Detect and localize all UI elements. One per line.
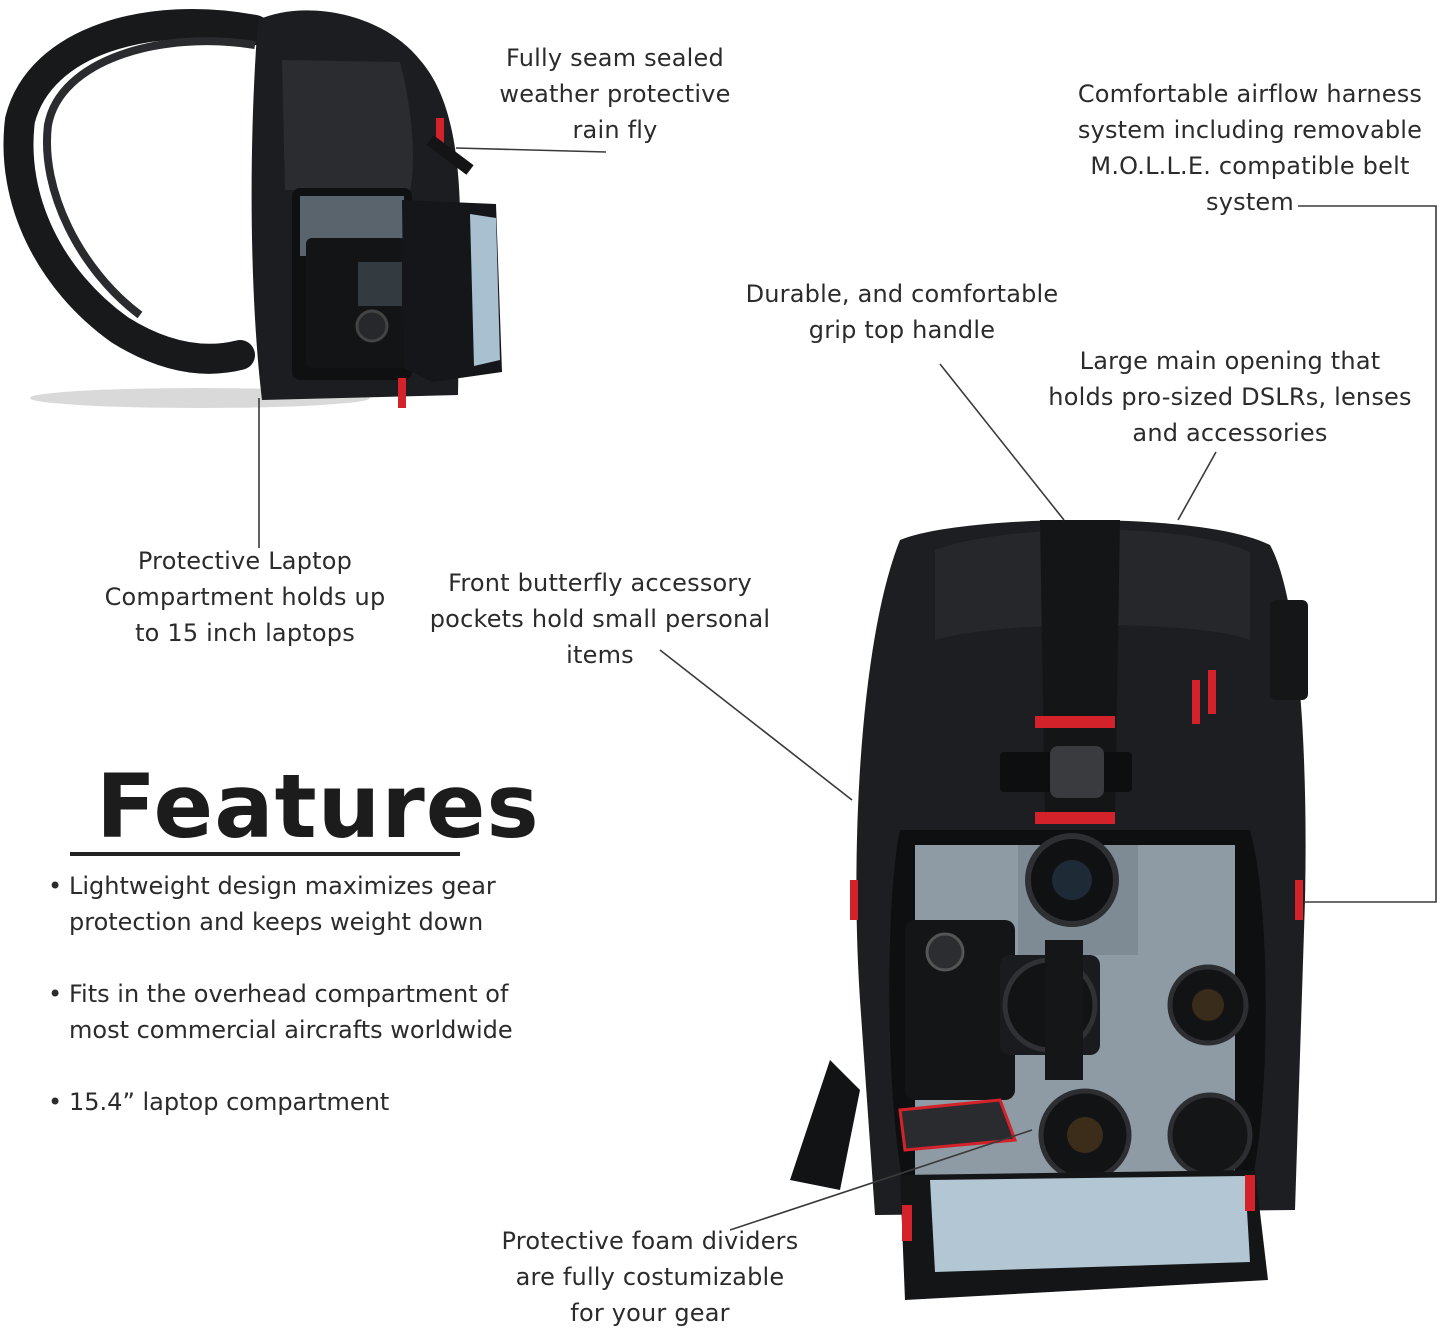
leader-line-foam	[729, 1129, 1033, 1231]
feature-item: • Lightweight design maximizes gear prot…	[48, 868, 496, 940]
feature-item: • 15.4” laptop compartment	[48, 1084, 389, 1120]
callout-line: pockets hold small personal	[429, 605, 771, 633]
feature-item: • Fits in the overhead compartment of mo…	[48, 976, 513, 1048]
callout-laptop: Protective Laptop Compartment holds up t…	[90, 543, 400, 651]
callout-line: items	[566, 641, 634, 669]
callout-butterfly: Front butterfly accessory pockets hold s…	[420, 565, 780, 673]
feature-line: most commercial aircrafts worldwide	[69, 1016, 513, 1044]
callout-handle: Durable, and comfortable grip top handle	[722, 276, 1082, 348]
callout-line: to 15 inch laptops	[135, 619, 355, 647]
feature-line: Fits in the overhead compartment of	[69, 980, 509, 1008]
leader-line-handle	[939, 363, 1065, 521]
callout-rain-fly: Fully seam sealed weather protective rai…	[470, 40, 760, 148]
feature-line: 15.4” laptop compartment	[69, 1088, 390, 1116]
callout-line: Fully seam sealed	[506, 44, 724, 72]
callout-line: Comfortable airflow harness	[1077, 80, 1423, 108]
features-heading: Features	[96, 755, 540, 858]
leader-line-butterfly	[659, 649, 853, 801]
callout-line: Protective Laptop	[137, 547, 353, 575]
callout-line: are fully costumizable	[515, 1263, 785, 1291]
callout-line: Compartment holds up	[104, 583, 386, 611]
callout-line: system	[1206, 188, 1294, 216]
callout-line: grip top handle	[808, 316, 996, 344]
leader-line-rain-fly	[455, 147, 607, 153]
backpack-side-view-image	[3, 9, 502, 408]
callout-harness: Comfortable airflow harness system inclu…	[1060, 76, 1440, 220]
callout-line: Durable, and comfortable	[745, 280, 1059, 308]
callout-line: system including removable	[1077, 116, 1423, 144]
callout-line: and accessories	[1132, 419, 1328, 447]
callout-line: Protective foam dividers	[501, 1227, 799, 1255]
features-underline	[70, 852, 460, 856]
callout-line: weather protective	[499, 80, 731, 108]
callout-line: holds pro-sized DSLRs, lenses	[1048, 383, 1412, 411]
feature-line: Lightweight design maximizes gear	[69, 872, 496, 900]
callout-line: M.O.L.L.E. compatible belt	[1090, 152, 1410, 180]
callout-line: Front butterfly accessory	[448, 569, 752, 597]
leader-line-main-opening	[1177, 451, 1217, 521]
bullet-icon: •	[48, 980, 63, 1008]
callout-line: for your gear	[570, 1299, 730, 1327]
callout-line: Large main opening that	[1079, 347, 1381, 375]
bullet-icon: •	[48, 872, 63, 900]
feature-line: protection and keeps weight down	[69, 908, 484, 936]
callout-main-opening: Large main opening that holds pro-sized …	[1040, 343, 1420, 451]
callout-foam: Protective foam dividers are fully costu…	[490, 1223, 810, 1331]
bullet-icon: •	[48, 1088, 63, 1116]
leader-line-harness	[1298, 205, 1437, 903]
callout-line: rain fly	[572, 116, 658, 144]
